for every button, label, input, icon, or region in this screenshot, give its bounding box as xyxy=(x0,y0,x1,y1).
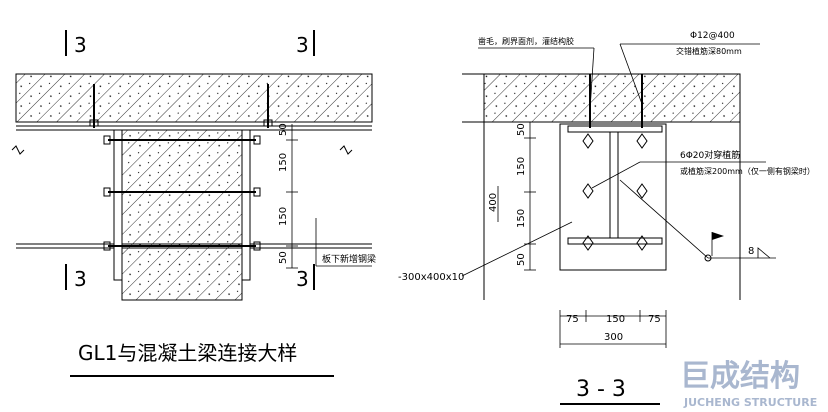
dim-label: 50 xyxy=(516,253,527,266)
total-width: 300 xyxy=(604,332,623,343)
note-anchor2: 或植筋深200mm（仅一侧有钢梁时） xyxy=(680,166,815,176)
i-beam-section xyxy=(567,125,663,245)
section-mark-label: 3 xyxy=(296,33,309,57)
dim-label: 50 xyxy=(516,123,527,136)
note-anchor1: 交错植筋深80mm xyxy=(676,46,742,56)
note-rebar1: Φ12@400 xyxy=(690,31,735,41)
left-dimension-chain: 50 150 150 50 xyxy=(278,123,298,269)
end-plate-left xyxy=(113,129,123,281)
bottom-dimension-chain: 75 150 75 300 xyxy=(559,310,667,348)
dim-label: 150 xyxy=(278,153,289,172)
concrete-slab-right xyxy=(483,73,741,123)
note-plate: -300x400x10 xyxy=(398,272,464,283)
section-mark-top-left: 3 xyxy=(65,30,87,57)
dim-label: 75 xyxy=(566,314,579,325)
left-detail: 3 3 3 3 xyxy=(11,30,376,377)
right-dimension-chain: 50 150 150 50 400 xyxy=(488,122,536,271)
weld-size: 8 xyxy=(748,246,754,257)
weld-symbol: 8 xyxy=(619,179,776,262)
through-bolts xyxy=(103,135,261,251)
watermark-cn: 巨成结构 xyxy=(680,359,800,394)
right-detail: 凿毛，刷界面剂，灌结构胶 Φ12@400 交错植筋深80mm 6Φ20对穿植筋 … xyxy=(398,31,815,405)
note-chisel: 凿毛，刷界面剂，灌结构胶 xyxy=(478,36,574,46)
section-mark-label: 3 xyxy=(74,267,87,291)
note-rebar2: 6Φ20对穿植筋 xyxy=(680,149,740,161)
slab-anchor-bolts xyxy=(89,84,273,128)
break-mark-right xyxy=(339,145,353,155)
end-plate-right xyxy=(241,129,251,281)
section-mark-top-right: 3 xyxy=(296,30,315,57)
section-mark-bottom-left: 3 xyxy=(65,264,87,291)
dim-label: 150 xyxy=(278,207,289,226)
dim-label: 50 xyxy=(278,251,289,264)
watermark-logo: 巨成结构 JUCHENG STRUCTURE xyxy=(680,359,817,409)
concrete-beam xyxy=(121,129,243,301)
section-mark-label: 3 xyxy=(296,267,309,291)
section-title: 3 - 3 xyxy=(576,377,626,402)
break-mark-left xyxy=(11,145,25,155)
watermark-en: JUCHENG STRUCTURE xyxy=(683,396,817,409)
dim-label: 150 xyxy=(606,314,625,325)
section-mark-label: 3 xyxy=(74,33,87,57)
section-mark-bottom-right: 3 xyxy=(296,264,315,291)
bolt-marks xyxy=(582,133,648,251)
total-height: 400 xyxy=(488,193,499,212)
note-new-beam: 板下新增钢梁 xyxy=(322,253,376,265)
dim-label: 75 xyxy=(648,314,661,325)
dim-label: 50 xyxy=(278,123,289,136)
steel-plate xyxy=(559,123,667,271)
dim-label: 150 xyxy=(516,157,527,176)
dim-label: 150 xyxy=(516,209,527,228)
left-detail-title: GL1与混凝土梁连接大样 xyxy=(78,341,297,365)
concrete-slab-left xyxy=(15,73,373,123)
